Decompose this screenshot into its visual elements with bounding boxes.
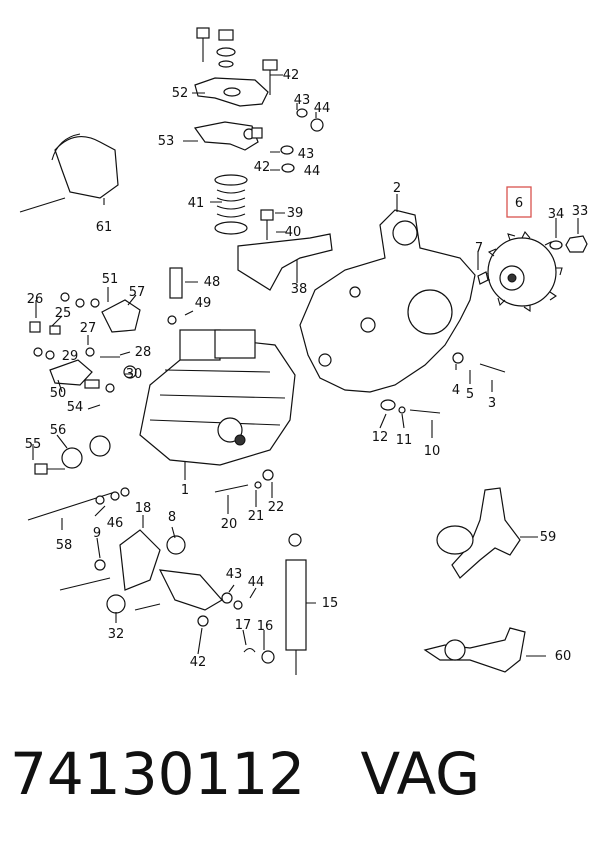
part-label: 7 (475, 241, 483, 256)
part-label: 39 (287, 206, 304, 221)
part-label: 44 (248, 575, 265, 590)
part-label: 16 (257, 619, 274, 634)
part-label: 41 (188, 196, 205, 211)
part-label: 40 (285, 225, 302, 240)
part-label: 8 (168, 510, 176, 525)
part-label: 26 (27, 292, 44, 307)
part-label: 18 (135, 501, 152, 516)
part-label: 30 (126, 367, 143, 382)
parts-drawing (19, 27, 588, 675)
highlight-box (506, 186, 532, 218)
part-label: 44 (314, 101, 331, 116)
part-label: 33 (572, 204, 589, 219)
part-label: 57 (129, 285, 146, 300)
part-label: 51 (102, 272, 119, 287)
part-label: 12 (372, 430, 389, 445)
exploded-parts-diagram: 5242434453424344614139403823433751574826… (19, 27, 589, 675)
part-label: 43 (298, 147, 315, 162)
part-label: 15 (322, 596, 339, 611)
part-label: 21 (248, 509, 265, 524)
part-label: 1 (181, 483, 189, 498)
part-label: 5 (466, 387, 474, 402)
part-label: 29 (62, 349, 79, 364)
part-label: 3 (488, 396, 496, 411)
part-label: 52 (172, 86, 189, 101)
part-number: 74130112 (10, 740, 306, 808)
part-label: 38 (291, 282, 308, 297)
part-label: 9 (93, 526, 101, 541)
part-label: 11 (396, 433, 413, 448)
part-label: 59 (540, 530, 557, 545)
part-label: 28 (135, 345, 152, 360)
part-label: 53 (158, 134, 175, 149)
brand: VAG (360, 740, 481, 808)
part-label: 10 (424, 444, 441, 459)
part-label: 58 (56, 538, 73, 553)
part-label: 49 (195, 296, 212, 311)
part-label: 42 (254, 160, 271, 175)
part-label: 17 (235, 618, 252, 633)
part-label: 22 (268, 500, 285, 515)
caption: 74130112 VAG (10, 734, 590, 814)
part-label: 60 (555, 649, 572, 664)
part-label: 4 (452, 383, 460, 398)
part-label: 42 (190, 655, 207, 670)
part-label: 50 (50, 386, 67, 401)
part-label: 55 (25, 437, 42, 452)
part-label: 27 (80, 321, 97, 336)
part-label: 34 (548, 207, 565, 222)
part-label: 46 (107, 516, 124, 531)
part-label: 20 (221, 517, 238, 532)
part-label: 2 (393, 181, 401, 196)
part-label: 61 (96, 220, 113, 235)
part-label: 56 (50, 423, 67, 438)
part-label: 54 (67, 400, 84, 415)
part-label: 48 (204, 275, 221, 290)
part-label: 43 (226, 567, 243, 582)
part-label: 44 (304, 164, 321, 179)
highlighted-label: 6 (515, 196, 523, 211)
part-label: 25 (55, 306, 72, 321)
part-label: 43 (294, 93, 311, 108)
part-label: 42 (283, 68, 300, 83)
part-label: 32 (108, 627, 125, 642)
